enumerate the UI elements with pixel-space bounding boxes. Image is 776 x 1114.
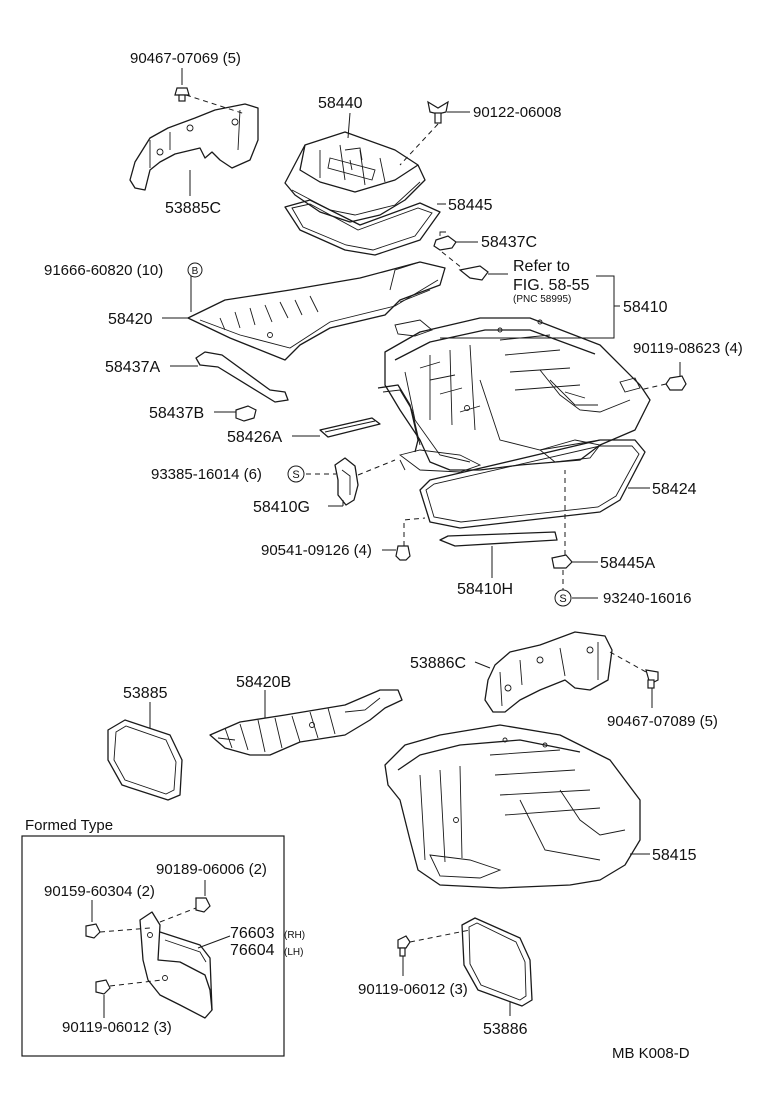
bolt-90119-06012-a (95, 979, 111, 995)
bracket-58410g (334, 457, 359, 506)
bracket-53885c (129, 103, 259, 191)
svg-text:S: S (292, 469, 299, 481)
clip-58437c (433, 231, 457, 251)
label-footer-code: MB K008-D (612, 1045, 690, 1062)
label-90119-06012-a: 90119-06012 (3) (62, 1019, 172, 1036)
bolt-90119-08623 (665, 375, 687, 391)
label-58440: 58440 (318, 95, 363, 112)
tray-58415 (384, 724, 641, 889)
labels: 90467-07069 (5) 58440 90122-06008 53885C… (25, 50, 743, 1062)
svg-text:B: B (192, 266, 199, 277)
label-91666-60820: 91666-60820 (10) (44, 262, 163, 279)
label-90119-06012-b: 90119-06012 (3) (358, 981, 468, 998)
clip-58437b (235, 405, 257, 422)
label-90122-06008: 90122-06008 (473, 104, 561, 121)
bolt-90159-60304 (85, 923, 101, 939)
tray-58420b (209, 689, 403, 756)
label-53886c: 53886C (410, 655, 466, 672)
label-58415: 58415 (652, 847, 697, 864)
s-marker-93385: S (287, 465, 305, 483)
label-58420: 58420 (108, 311, 153, 328)
label-90159-60304: 90159-60304 (2) (44, 883, 155, 900)
label-58424: 58424 (652, 481, 697, 498)
label-58445: 58445 (448, 197, 493, 214)
label-58437b: 58437B (149, 405, 204, 422)
label-refer-line3: (PNC 58995) (513, 294, 571, 305)
label-93385-16014: 93385-16014 (6) (151, 466, 262, 483)
label-53886: 53886 (483, 1021, 528, 1038)
bolt-90119-06012-b (397, 935, 411, 957)
label-lh: (LH) (284, 947, 303, 958)
svg-text:S: S (559, 593, 566, 605)
label-76603: 76603 (230, 925, 275, 942)
label-58445a: 58445A (600, 555, 655, 572)
gasket-58424 (419, 439, 646, 529)
label-58410h: 58410H (457, 581, 513, 598)
strip-58426a (319, 417, 381, 438)
label-90189-06006: 90189-06006 (2) (156, 861, 267, 878)
bar-58410h (439, 531, 558, 547)
label-refer-line1: Refer to (513, 258, 570, 275)
label-90467-07069: 90467-07069 (5) (130, 50, 241, 67)
tray-58420 (187, 261, 446, 361)
refer-bracket (458, 265, 489, 281)
nut-90541-09126 (395, 545, 411, 561)
label-58410: 58410 (623, 299, 668, 316)
gasket-53886 (461, 917, 533, 1007)
rod-58437a (195, 351, 289, 403)
label-93240-16016: 93240-16016 (603, 590, 691, 607)
bolt-90467-07089 (645, 669, 659, 689)
label-58437a: 58437A (105, 359, 160, 376)
label-formed-type: Formed Type (25, 817, 113, 834)
clip-58445a (551, 554, 573, 569)
label-58420b: 58420B (236, 674, 291, 691)
label-76604: 76604 (230, 942, 275, 959)
gasket-58445 (284, 199, 441, 256)
bolt-90122-06008 (427, 100, 449, 124)
bolt-90467-07069 (174, 87, 190, 102)
b-marker: B (187, 262, 203, 278)
label-90541-09126: 90541-09126 (4) (261, 542, 372, 559)
mudguard-76603 (139, 911, 213, 1019)
tray-58410 (384, 317, 651, 473)
label-58426a: 58426A (227, 429, 282, 446)
label-90119-08623: 90119-08623 (4) (633, 340, 743, 357)
label-90467-07089: 90467-07089 (5) (607, 713, 718, 730)
label-refer-line2: FIG. 58-55 (513, 277, 590, 294)
formed-type-box (21, 835, 285, 1057)
nut-90189-06006 (195, 897, 211, 913)
gasket-53885 (107, 719, 183, 801)
bracket-53886c (484, 631, 613, 713)
label-58410g: 58410G (253, 499, 310, 516)
label-53885: 53885 (123, 685, 168, 702)
label-58437c: 58437C (481, 234, 537, 251)
s-marker-93240: S (554, 589, 572, 607)
label-rh: (RH) (284, 930, 305, 941)
label-53885c: 53885C (165, 200, 221, 217)
